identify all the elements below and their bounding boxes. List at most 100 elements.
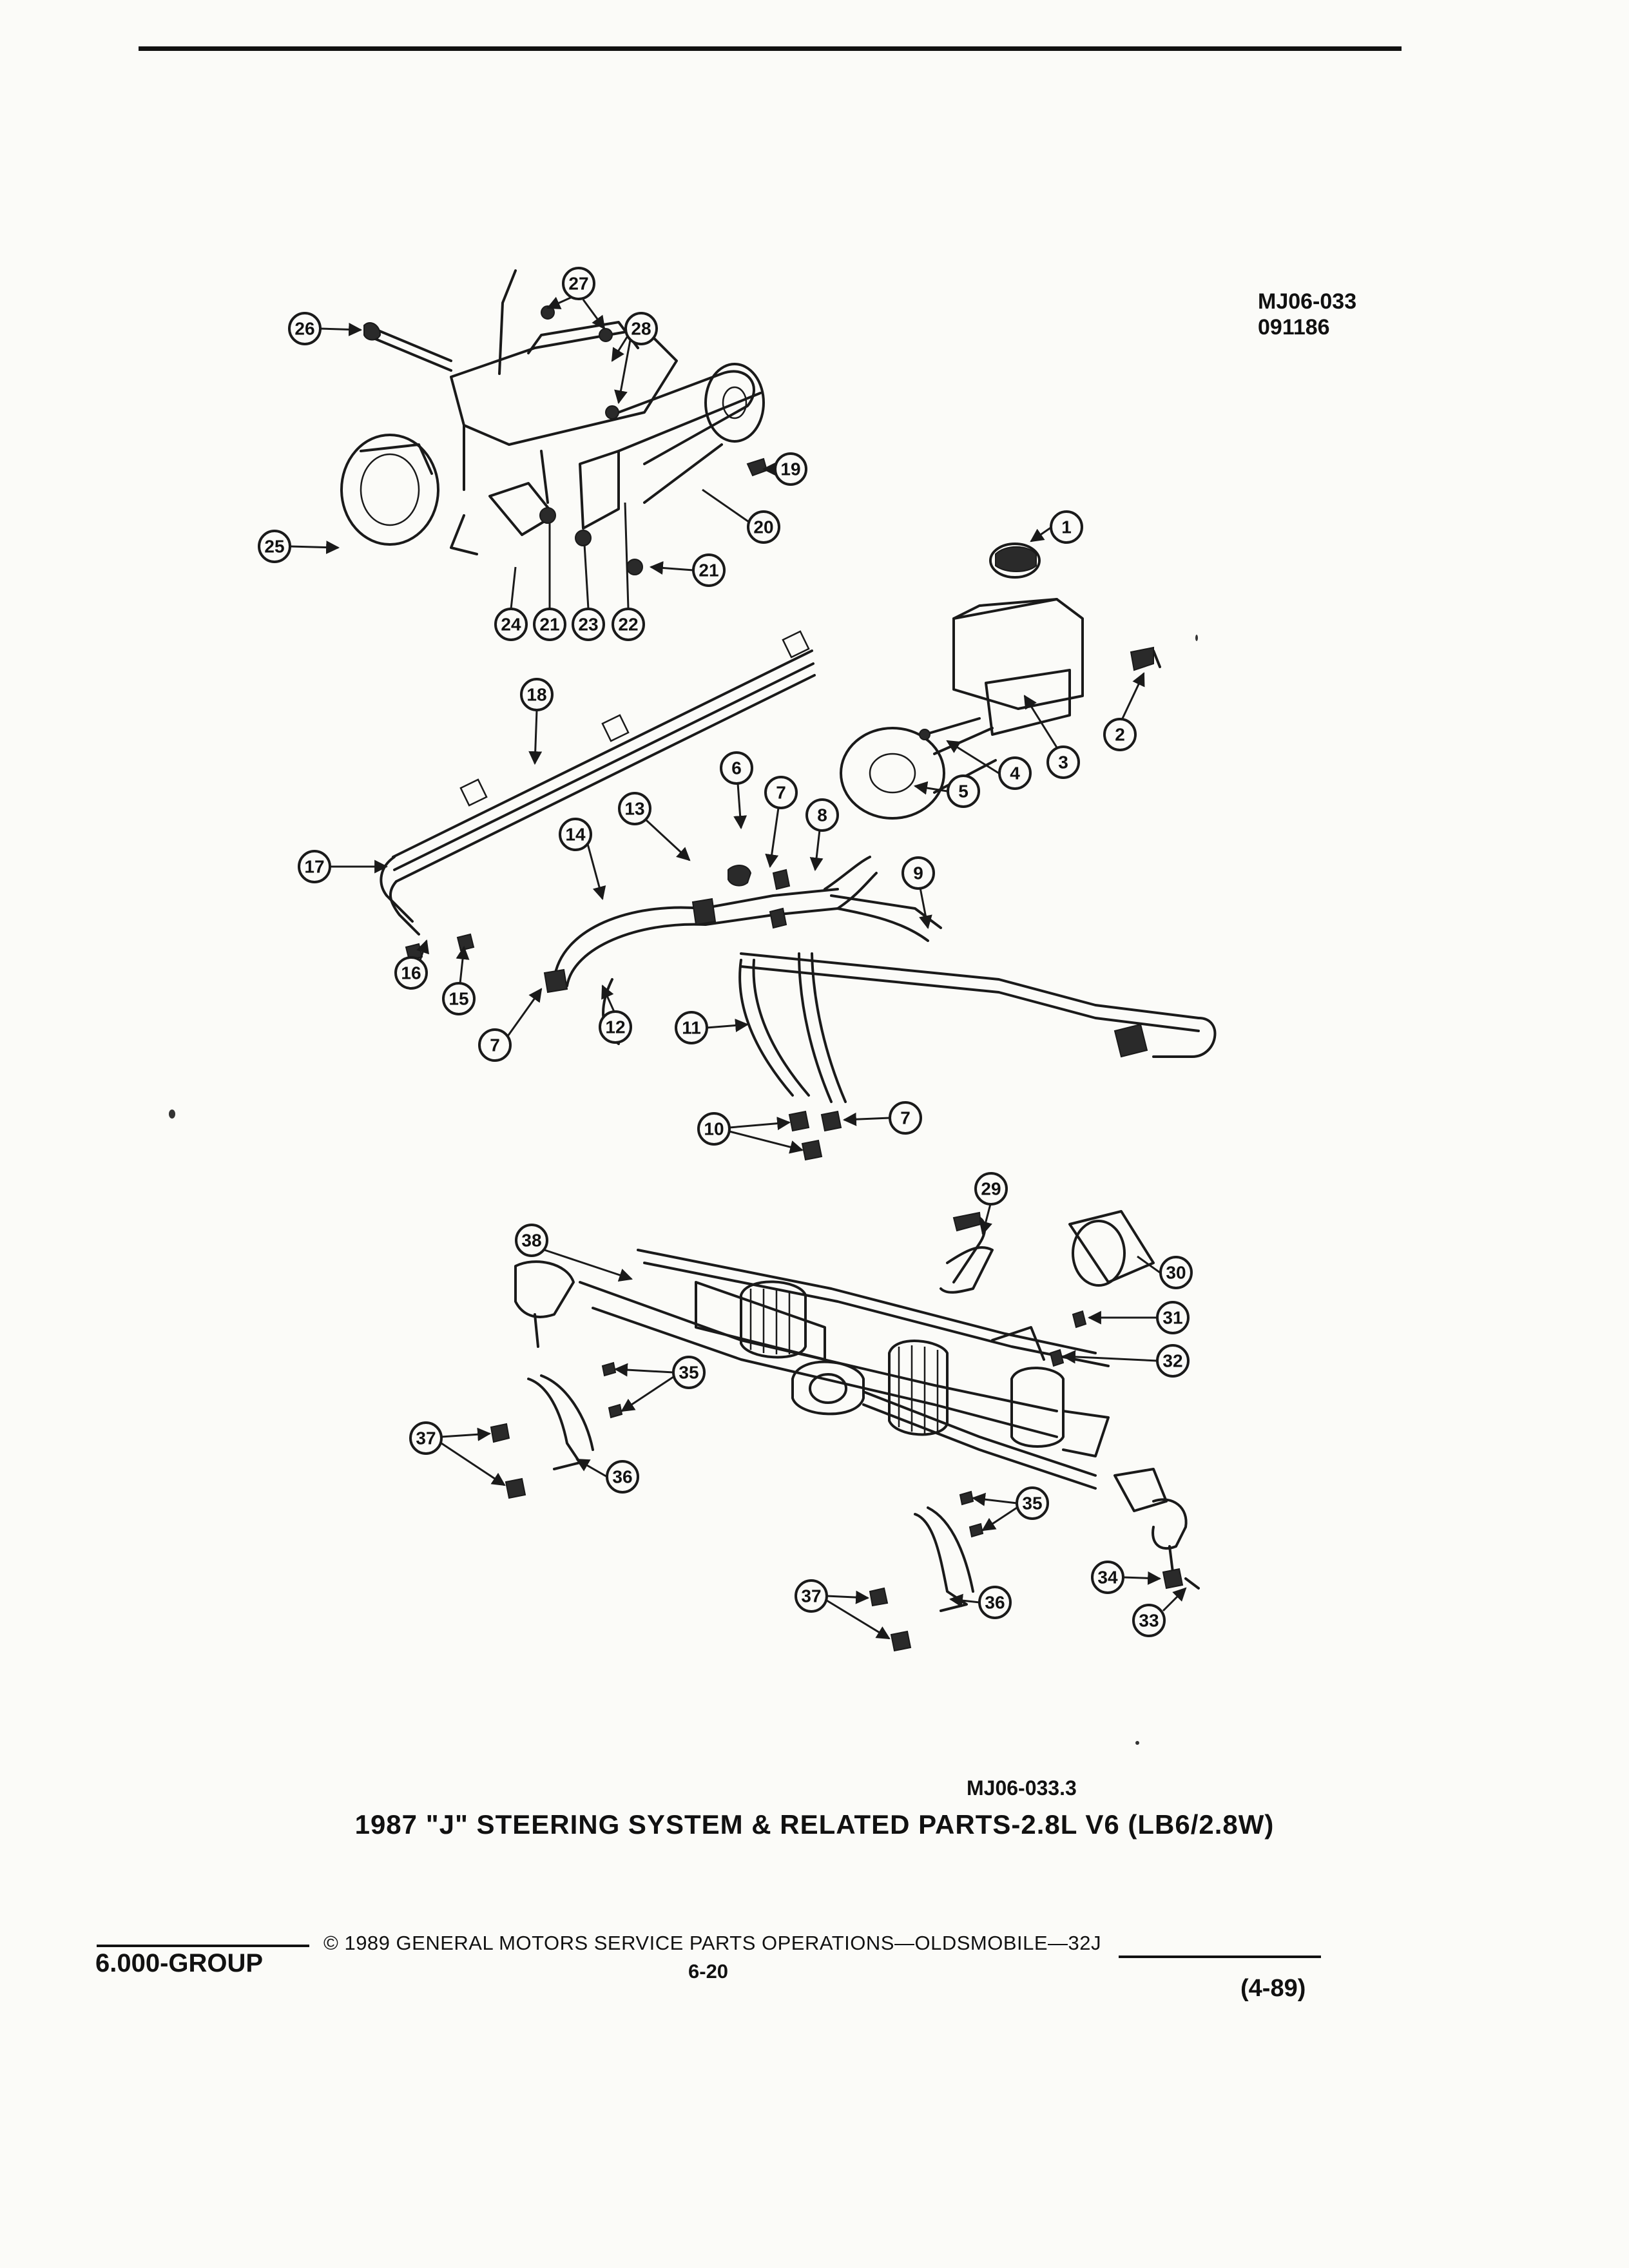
svg-text:21: 21 — [699, 561, 718, 581]
callout-22: 22 — [612, 502, 645, 641]
svg-text:30: 30 — [1166, 1263, 1186, 1283]
callout-31: 31 — [1087, 1301, 1190, 1334]
callout-19: 19 — [762, 452, 807, 486]
svg-text:13: 13 — [624, 799, 644, 819]
svg-text:4: 4 — [1010, 764, 1020, 783]
callout-25: 25 — [258, 530, 340, 563]
figure-ref: MJ06-033.3 — [967, 1776, 1077, 1800]
rack-and-pinion-gear — [490, 1210, 1200, 1652]
svg-text:28: 28 — [631, 319, 651, 339]
svg-text:1: 1 — [1061, 517, 1072, 537]
callout-37a: 37 — [409, 1421, 506, 1486]
footer-rule-left — [97, 1945, 309, 1947]
svg-text:22: 22 — [618, 615, 638, 635]
callout-12: 12 — [599, 985, 632, 1044]
svg-text:12: 12 — [605, 1017, 625, 1037]
callout-14: 14 — [559, 818, 606, 901]
callout-21a: 21 — [649, 553, 726, 587]
callout-24: 24 — [494, 566, 528, 641]
svg-text:7: 7 — [776, 783, 786, 803]
callout-bubbles: 1 2 3 4 5 6 7 7 7 8 9 10 11 12 13 14 15 … — [258, 267, 1193, 1640]
ref-date: 091186 — [1258, 315, 1330, 340]
svg-text:35: 35 — [679, 1363, 699, 1383]
callout-7b: 7 — [478, 988, 543, 1062]
svg-text:7: 7 — [900, 1108, 911, 1128]
callout-18: 18 — [520, 678, 554, 765]
svg-text:32: 32 — [1162, 1351, 1182, 1371]
callout-6: 6 — [720, 751, 753, 830]
scan-speck — [1135, 1741, 1139, 1745]
ref-code: MJ06-033 — [1258, 289, 1357, 314]
svg-text:3: 3 — [1058, 753, 1068, 773]
header-rule — [139, 46, 1402, 51]
svg-text:25: 25 — [264, 537, 284, 557]
callout-13: 13 — [618, 792, 691, 861]
svg-text:7: 7 — [490, 1035, 500, 1055]
svg-text:20: 20 — [753, 517, 773, 537]
svg-text:36: 36 — [985, 1593, 1005, 1613]
svg-text:31: 31 — [1162, 1308, 1182, 1328]
callout-21b: 21 — [533, 523, 566, 641]
svg-text:5: 5 — [958, 782, 969, 802]
svg-text:10: 10 — [704, 1119, 724, 1139]
callout-20: 20 — [702, 488, 780, 544]
callout-9: 9 — [901, 856, 935, 930]
scan-speck — [1195, 635, 1198, 641]
svg-text:24: 24 — [501, 615, 521, 635]
callout-7c: 7 — [842, 1101, 922, 1135]
svg-text:8: 8 — [817, 805, 827, 825]
svg-text:6: 6 — [731, 758, 742, 778]
svg-text:2: 2 — [1115, 725, 1125, 745]
footer-date: (4-89) — [1240, 1975, 1306, 2002]
svg-text:19: 19 — [780, 459, 800, 479]
callout-34: 34 — [1091, 1561, 1162, 1594]
callout-10: 10 — [697, 1112, 804, 1154]
callout-38: 38 — [515, 1224, 633, 1282]
callout-23: 23 — [572, 544, 605, 641]
svg-text:15: 15 — [448, 989, 468, 1009]
callout-4: 4 — [946, 740, 1032, 790]
svg-text:17: 17 — [304, 857, 324, 877]
hose-and-line-assembly — [380, 630, 1217, 1161]
callout-5: 5 — [913, 774, 980, 808]
callout-8: 8 — [805, 798, 839, 872]
steering-column-assembly — [340, 269, 768, 575]
callout-36a: 36 — [575, 1458, 639, 1494]
callout-1: 1 — [1030, 510, 1083, 544]
svg-text:14: 14 — [565, 825, 586, 845]
callout-30: 30 — [1137, 1255, 1193, 1289]
svg-text:26: 26 — [294, 319, 314, 339]
callout-26: 26 — [288, 312, 363, 345]
figure-caption: 1987 "J" STEERING SYSTEM & RELATED PARTS… — [354, 1809, 1275, 1840]
callout-27: 27 — [546, 267, 606, 330]
callout-15: 15 — [442, 945, 476, 1015]
svg-text:18: 18 — [526, 685, 546, 705]
svg-text:11: 11 — [682, 1018, 701, 1038]
svg-text:9: 9 — [913, 863, 923, 883]
callout-7a: 7 — [764, 776, 798, 869]
svg-text:36: 36 — [612, 1467, 632, 1487]
svg-text:29: 29 — [981, 1179, 1001, 1199]
footer-rule-right — [1119, 1956, 1321, 1958]
svg-text:38: 38 — [521, 1231, 541, 1251]
callout-32: 32 — [1061, 1344, 1190, 1378]
callout-35a: 35 — [613, 1356, 706, 1412]
footer-page-number: 6-20 — [688, 1960, 729, 1983]
svg-text:37: 37 — [801, 1586, 821, 1606]
callout-2: 2 — [1103, 672, 1145, 751]
svg-text:23: 23 — [578, 615, 598, 635]
callout-17: 17 — [298, 850, 389, 883]
scan-speck — [169, 1110, 175, 1119]
svg-text:34: 34 — [1097, 1568, 1118, 1588]
callout-29: 29 — [974, 1172, 1008, 1236]
power-steering-pump-assembly — [840, 543, 1161, 820]
svg-text:27: 27 — [568, 274, 588, 294]
callout-33: 33 — [1132, 1587, 1187, 1637]
svg-text:35: 35 — [1022, 1494, 1042, 1514]
callout-3: 3 — [1023, 695, 1080, 779]
callout-11: 11 — [675, 1011, 749, 1044]
callout-28: 28 — [611, 312, 658, 405]
footer-copyright: © 1989 GENERAL MOTORS SERVICE PARTS OPER… — [323, 1932, 1102, 1954]
svg-text:33: 33 — [1139, 1611, 1159, 1631]
